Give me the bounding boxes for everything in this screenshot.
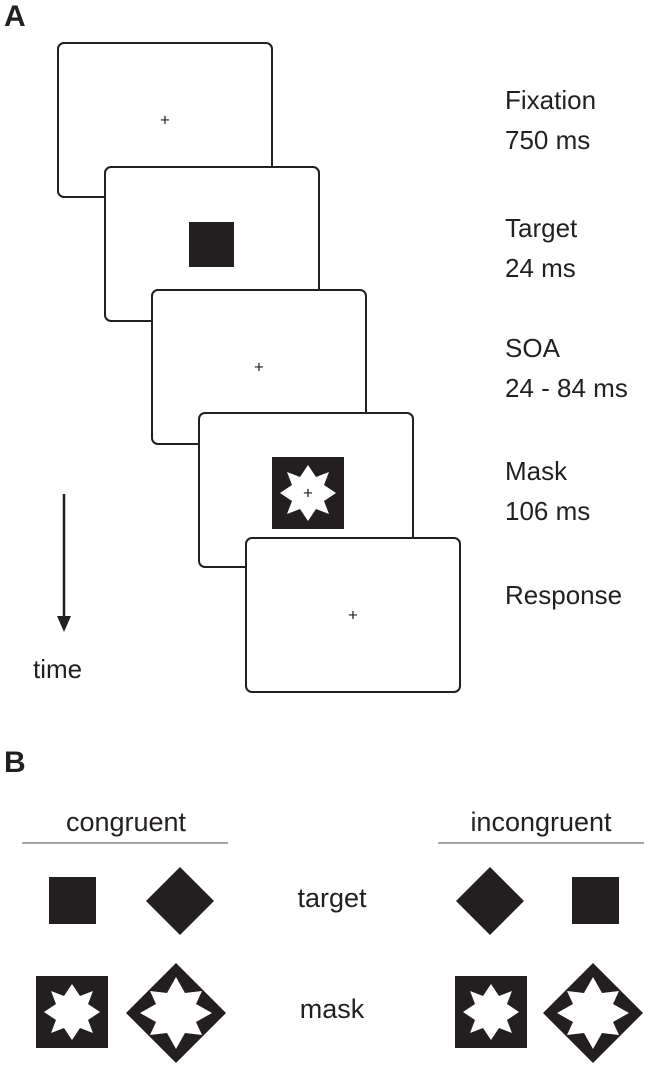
congruent-diamond-mask-icon [126,963,226,1063]
incongruent-heading: incongruent [470,807,612,837]
stage-name: Target [505,213,578,243]
congruent-square-target-icon [49,877,96,924]
panel-b-label: B [4,746,26,779]
incongruent-diamond-mask-icon [543,963,643,1063]
screen-response: + [245,537,461,693]
stage-label-mask: Mask 106 ms [505,451,590,531]
time-label: time [33,654,83,684]
target-row-label: target [297,883,367,913]
stage-name: Fixation [505,85,597,115]
fixation-cross-icon: + [348,605,358,625]
congruent-heading: congruent [65,807,187,837]
stage-label-response: Response [505,575,622,615]
congruent-divider [22,842,228,844]
stage-label-target: Target 24 ms [505,208,577,288]
stage-duration: 24 - 84 ms [505,373,628,403]
incongruent-square-target-icon [572,877,619,924]
fixation-cross-icon: + [254,357,264,377]
fixation-cross-icon: + [160,110,170,130]
mask-icon [272,457,344,529]
time-arrow-icon [57,494,71,632]
target-square-icon [189,222,234,267]
fixation-cross-icon: + [303,483,313,503]
stage-name: SOA [505,333,560,363]
congruent-square-mask-icon [36,976,108,1048]
incongruent-diamond-target-icon [456,867,524,935]
incongruent-square-mask-icon [455,976,527,1048]
panel-a-label: A [4,0,26,33]
stage-duration: 106 ms [505,496,591,526]
congruent-diamond-target-icon [146,867,214,935]
incongruent-divider [438,842,644,844]
stage-name: Mask [505,456,568,486]
stage-label-soa: SOA 24 - 84 ms [505,328,628,408]
stage-duration: 24 ms [505,253,576,283]
stage-name: Response [505,580,623,610]
stage-label-fixation: Fixation 750 ms [505,80,596,160]
mask-row-label: mask [299,994,365,1024]
stage-duration: 750 ms [505,125,591,155]
